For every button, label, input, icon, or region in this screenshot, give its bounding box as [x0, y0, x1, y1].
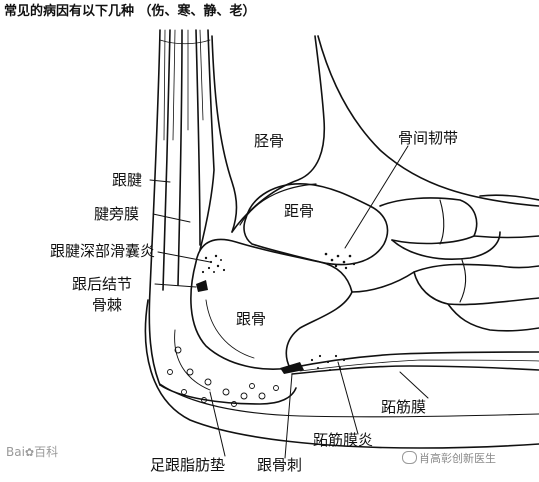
label-calcaneus: 跟骨: [236, 310, 267, 328]
label-talus: 距骨: [284, 202, 315, 220]
ligament-dots: [324, 252, 356, 270]
leader-lines: [149, 145, 429, 459]
talus-shape: [243, 183, 389, 266]
baidu-watermark: Bai✿百科: [6, 443, 58, 460]
fat-pad-lobules: [167, 346, 279, 407]
spur-mark: [280, 362, 304, 374]
heel-fat-pad-shape: [159, 329, 297, 405]
label-deep-bursitis: 跟腱深部滑囊炎: [50, 242, 156, 260]
baidu-logo-text: Bai: [6, 445, 25, 459]
label-tibia: 胫骨: [254, 132, 285, 150]
label-heel-spur: 跟骨刺: [257, 456, 303, 474]
plantar-fascia-shape: [289, 351, 539, 375]
bursitis-dots: [201, 254, 226, 274]
achilles-tendon-shape: [148, 29, 215, 386]
label-bone-spur: 骨棘: [92, 296, 123, 314]
label-heel-fat-pad: 足跟脂肪垫: [150, 456, 226, 474]
label-plantar-fasciitis: 跖筋膜炎: [313, 431, 374, 449]
foot-outline-shape: [144, 35, 539, 449]
baidu-suffix: 百科: [34, 445, 59, 459]
label-achilles-tendon: 跟腱: [112, 171, 143, 189]
paw-icon: ✿: [24, 446, 35, 459]
label-paratenon: 腱旁膜: [94, 205, 140, 223]
wechat-icon: [402, 451, 417, 464]
label-interosseous-ligament: 骨间韧带: [398, 129, 459, 147]
account-watermark: 肖高彰创新医生: [419, 452, 496, 465]
calcaneus-shape: [190, 238, 353, 370]
page-title: 常见的病因有以下几种 （伤、寒、静、老）: [4, 4, 256, 19]
posterior-tubercle-spur: [196, 280, 208, 292]
label-plantar-fascia: 跖筋膜: [381, 398, 427, 416]
fasciitis-dots: [310, 354, 346, 371]
label-posterior-tubercle: 跟后结节: [72, 275, 133, 293]
midfoot-bones-shape: [351, 194, 539, 332]
